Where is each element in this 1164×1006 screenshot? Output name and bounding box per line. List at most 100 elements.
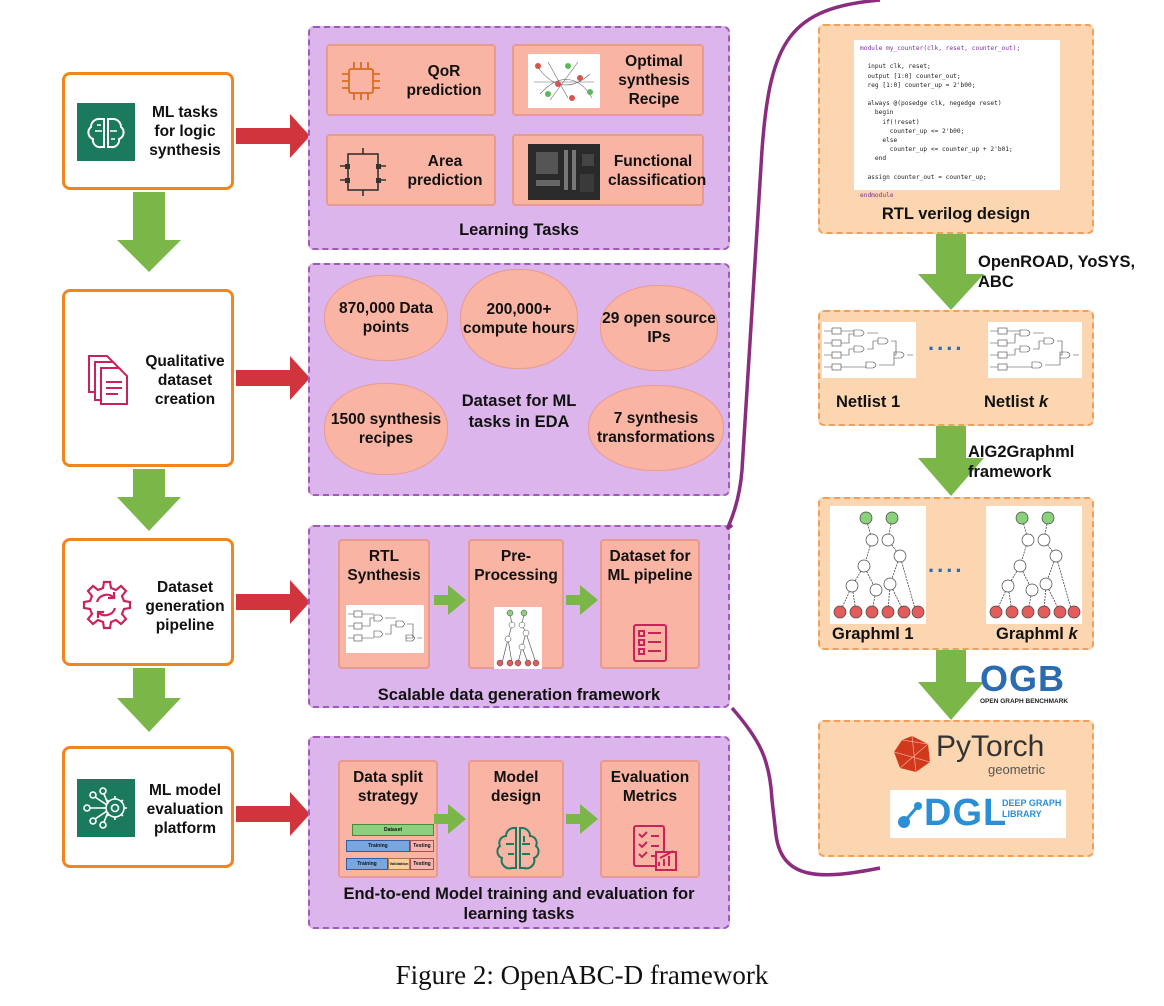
tools-label: OpenROAD, YoSYS, ABC [978, 253, 1136, 291]
dataset-creation-label: Qualitative dataset creation [145, 353, 225, 408]
model-design-label: Model design [491, 769, 541, 805]
recipe-tile: Optimal synthesis Recipe [512, 44, 704, 116]
motherboard-image [528, 144, 600, 200]
evaluation-title: End-to-end Model training and evaluation… [343, 885, 695, 923]
figure-caption: Figure 2: OpenABC-D framework [395, 960, 769, 990]
code-line [860, 182, 1054, 191]
verilog-code: module my_counter(clk, reset, counter_ou… [854, 40, 1060, 199]
model-design-tile: Model design [468, 760, 564, 878]
code-line: endmodule [860, 192, 894, 200]
ogb-logo: OGB OPEN GRAPH BENCHMARK [980, 660, 1090, 710]
block-icon [340, 148, 386, 196]
rtl-design-label: RTL verilog design [881, 205, 1031, 223]
framework-panel: RTL Synthesis Pre-Processing Dataset for… [308, 525, 730, 708]
evaluation-panel: Data split strategy Dataset Training Tes… [308, 736, 730, 929]
graphml-1-thumbnail [830, 506, 926, 624]
dataset-center-label: Dataset for ML tasks in EDA [461, 392, 577, 431]
synthesis-recipes-cloud: 1500 synthesis recipes [324, 383, 448, 475]
rtl-synthesis-label: RTL Synthesis [347, 548, 421, 584]
split-dataset-bar: Dataset [352, 824, 434, 836]
netlist-k-thumbnail [988, 322, 1082, 378]
code-line: input clk, reset; [860, 63, 931, 71]
ogb-logo-subtitle: OPEN GRAPH BENCHMARK [980, 698, 1069, 705]
dataset-panel: 870,000 Data points 200,000+ compute hou… [308, 263, 730, 496]
recipe-label: Optimal synthesis Recipe [618, 53, 690, 108]
code-line: output [1:0] counter_out; [860, 72, 961, 80]
eval-metrics-label: Evaluation Metrics [610, 769, 690, 805]
transformations-cloud: 7 synthesis transformations [588, 385, 724, 471]
pytorch-name: PyTorch [936, 730, 1045, 763]
framework-title: Scalable data generation framework [377, 686, 661, 704]
graphml-k-thumbnail [986, 506, 1082, 624]
netlist-1-label: Netlist 1 [836, 393, 901, 411]
left-flow-arrows [117, 192, 181, 732]
brain-circuit-icon [496, 827, 540, 870]
qor-tile: QoR prediction [326, 44, 496, 116]
data-split-label: Data split strategy [353, 769, 423, 805]
graphml-1-label: Graphml 1 [832, 625, 914, 643]
dgl-node-icon [898, 802, 922, 828]
checklist-icon [633, 624, 667, 662]
dgl-name: DGL [924, 792, 1008, 834]
code-line: if(!reset) [860, 118, 920, 126]
brain-icon [77, 103, 135, 161]
code-line: counter_up <= 2'b00; [860, 127, 965, 135]
preprocessing-tile: Pre-Processing [468, 539, 564, 669]
documents-icon [77, 350, 135, 408]
code-line: else [860, 137, 898, 145]
ml-tasks-label: ML tasks for logic synthesis [149, 104, 221, 159]
data-points-cloud: 870,000 Data points [324, 275, 448, 361]
compute-hours-cloud: 200,000+ compute hours [460, 269, 578, 369]
eval-metrics-tile: Evaluation Metrics [600, 760, 700, 878]
chip-icon [342, 62, 380, 100]
pytorch-logo: PyTorch geometric [892, 730, 1072, 777]
code-line: assign counter_out = counter_up; [860, 173, 987, 181]
pytorch-geometric-label: geometric [988, 762, 1046, 777]
code-line: reg [1:0] counter_up = 2'b00; [860, 81, 976, 89]
netlist-dots: .... [928, 330, 965, 355]
metrics-report-icon [633, 825, 677, 871]
functional-tile: Functional classification [512, 134, 707, 206]
rtl-synthesis-tile: RTL Synthesis [338, 539, 430, 669]
red-connector-arrows [236, 114, 310, 836]
code-line [860, 164, 1054, 173]
code-line: end [860, 155, 887, 163]
pytorch-geometric-icon [893, 735, 931, 773]
split-training-bar-2: Training [346, 858, 388, 870]
code-line: counter_up <= counter_up + 2'b01; [860, 146, 1013, 154]
functional-label: Functional classification [608, 153, 707, 189]
dgl-logo: DGL DEEP GRAPH LIBRARY [890, 790, 1066, 838]
split-validation-bar: Validation [388, 858, 410, 870]
graph-thumbnail [494, 607, 542, 669]
ml-dataset-label: Dataset for ML pipeline [607, 548, 693, 584]
netlist-k-label: Netlist k [984, 393, 1049, 411]
graphml-dots: .... [928, 552, 965, 577]
dgl-subtitle: DEEP GRAPH LIBRARY [1002, 798, 1062, 819]
netlist-thumbnail [346, 605, 424, 653]
dataset-creation-box: Qualitative dataset creation [62, 289, 234, 467]
ml-tasks-box: ML tasks for logic synthesis [62, 72, 234, 190]
ml-dataset-tile: Dataset for ML pipeline [600, 539, 700, 669]
graphml-k-label: Graphml k [996, 625, 1078, 643]
preprocessing-label: Pre-Processing [474, 548, 558, 584]
split-testing-bar: Testing [410, 840, 434, 852]
dataset-pipeline-box: Dataset generation pipeline [62, 538, 234, 666]
data-split-tile: Data split strategy Dataset Training Tes… [338, 760, 438, 878]
aig-label: AIG2Graphml framework [968, 443, 1075, 481]
ml-platform-label: ML model evaluation platform [146, 782, 224, 837]
split-testing-bar-2: Testing [410, 858, 434, 870]
brace-curve [726, 0, 881, 530]
netlist-1-thumbnail [822, 322, 916, 378]
code-line: module my_counter(clk, reset, counter_ou… [860, 45, 1021, 52]
code-line [860, 90, 1054, 99]
open-source-ips-cloud: 29 open source IPs [600, 285, 718, 371]
code-line [860, 53, 1054, 62]
learning-tasks-title: Learning Tasks [459, 221, 579, 239]
area-label: Area prediction [407, 153, 483, 189]
code-line: begin [860, 109, 894, 117]
split-training-bar: Training [346, 840, 410, 852]
area-tile: Area prediction [326, 134, 496, 206]
learning-tasks-panel: QoR prediction Optimal synthesis Recipe … [308, 26, 730, 250]
ogb-logo-text: OGB [980, 658, 1066, 699]
